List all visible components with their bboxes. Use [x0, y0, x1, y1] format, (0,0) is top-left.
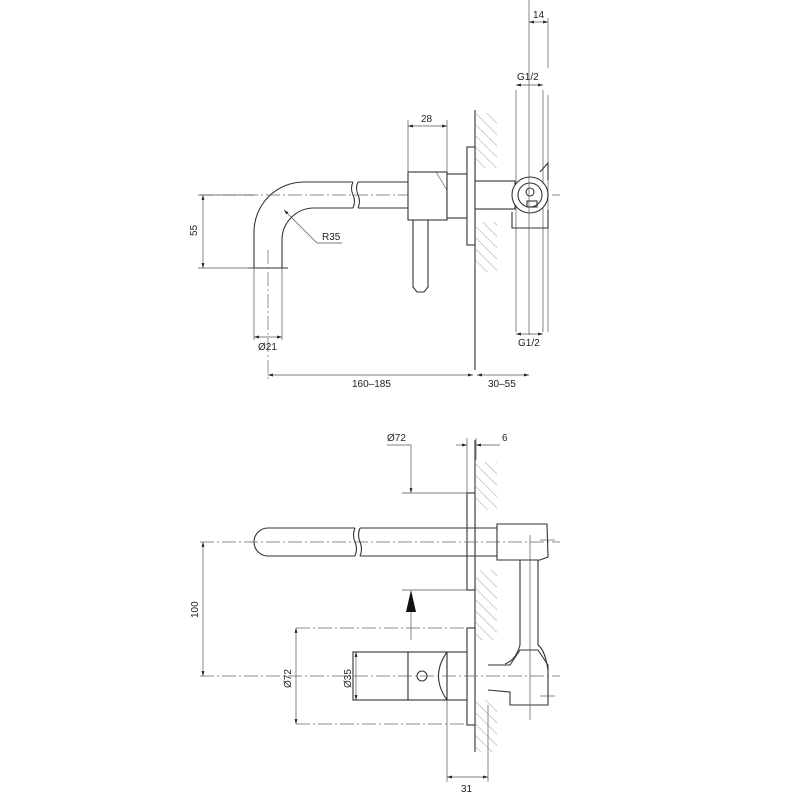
spout	[200, 181, 560, 380]
front-view: Ø72 6 100 Ø72 Ø35 31	[190, 433, 560, 795]
dim-label: 55	[189, 224, 200, 236]
dim-label: Ø21	[258, 342, 277, 353]
valve-connector	[474, 180, 516, 210]
dimension-30-55: 30–55	[477, 373, 529, 390]
dimension-14: 14	[528, 0, 549, 335]
wall-plate	[466, 146, 476, 246]
dim-label: G1/2	[518, 338, 540, 349]
concealed-valve-front	[487, 523, 555, 720]
dimension-100: 100	[190, 542, 205, 676]
dimension-28: 28	[407, 114, 448, 172]
wall-hatch	[476, 570, 497, 640]
dimension-d72-top: Ø72	[387, 433, 467, 640]
wall-hatch	[476, 222, 497, 272]
spout-front	[200, 527, 560, 557]
dim-label: Ø72	[283, 669, 294, 688]
dim-label: 31	[461, 784, 473, 795]
dim-label: G1/2	[517, 72, 539, 83]
dimension-6: 6	[456, 433, 508, 493]
dim-label: 28	[421, 114, 433, 125]
dim-label: Ø35	[343, 669, 354, 688]
dim-label: 14	[533, 10, 545, 21]
dim-label: 100	[190, 601, 201, 618]
dimension-d21: Ø21	[253, 335, 282, 353]
dimension-r35: R35	[283, 209, 342, 244]
dimension-g12-bottom: G1/2	[516, 332, 543, 349]
lever-handle	[412, 220, 429, 293]
dimension-160-185: 160–185	[268, 373, 473, 390]
dimension-g12-top: G1/2	[516, 72, 543, 87]
dim-label: Ø72	[387, 433, 406, 444]
dimension-d35: Ø35	[343, 652, 358, 700]
handle-body	[407, 171, 448, 221]
wall-hatch	[476, 700, 497, 752]
dimension-31: 31	[446, 700, 489, 795]
dim-label: 6	[502, 433, 508, 444]
concealed-valve	[511, 90, 549, 332]
side-view: 14 G1/2 28 55 R35 Ø21 G1/2	[189, 0, 560, 390]
dim-label: R35	[322, 232, 341, 243]
upper-wall-plate	[466, 492, 476, 591]
wall-hatch	[476, 113, 497, 168]
lower-wall-plate	[466, 627, 476, 726]
dimension-d72-left: Ø72	[283, 627, 467, 725]
arrow-up-icon	[406, 590, 416, 612]
cartridge-housing	[446, 173, 468, 219]
dim-label: 160–185	[352, 379, 391, 390]
dim-label: 30–55	[488, 379, 516, 390]
dimension-55: 55	[189, 194, 254, 269]
wall-hatch	[476, 462, 497, 510]
